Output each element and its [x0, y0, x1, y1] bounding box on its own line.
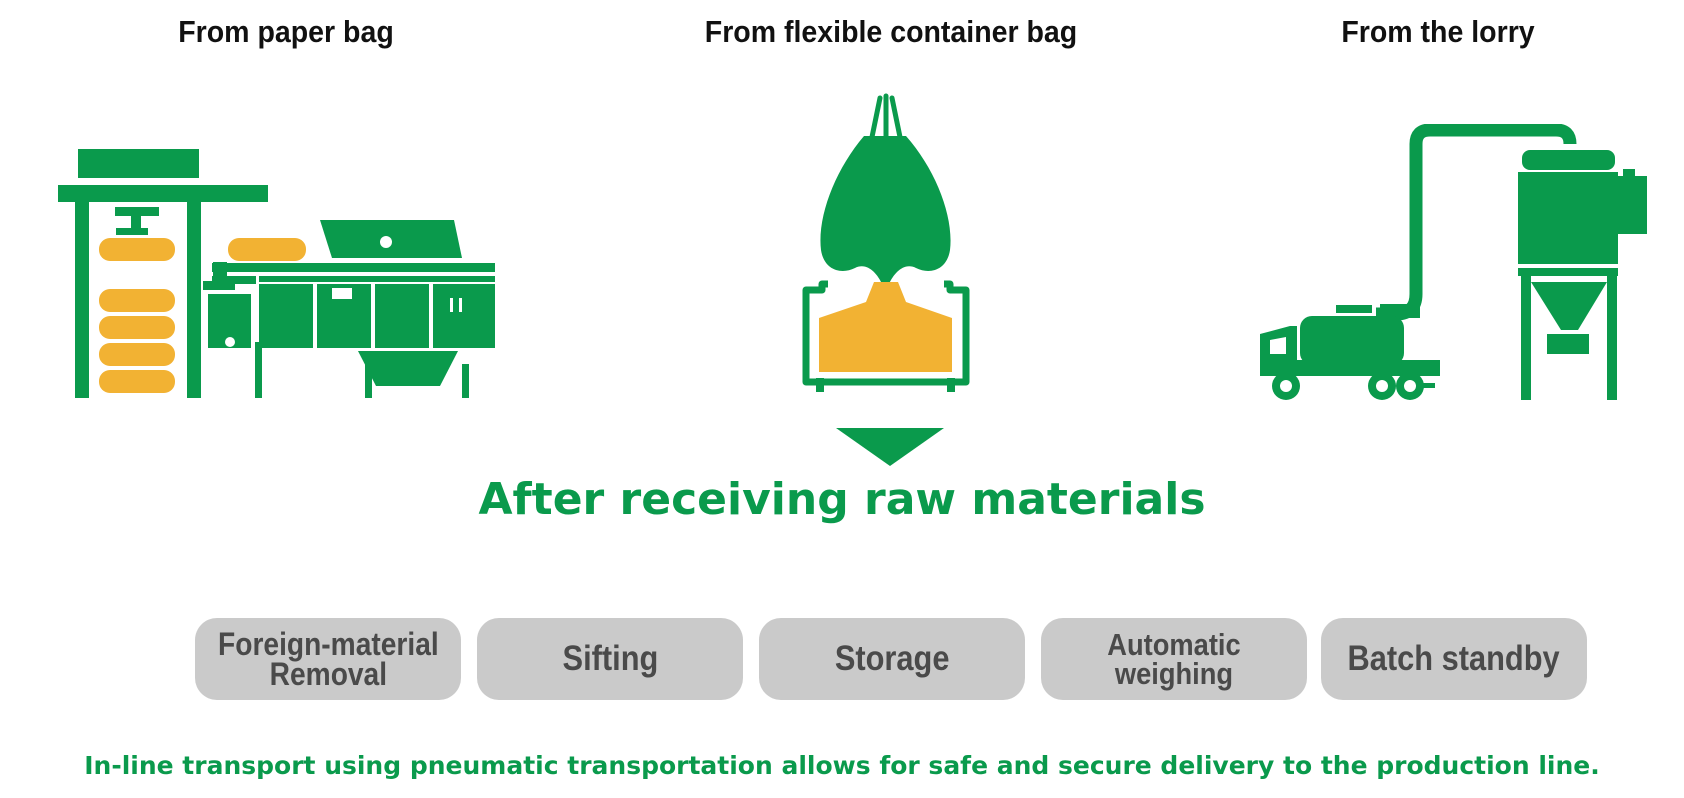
flexible-container-bag-icon — [802, 93, 970, 392]
flexible-container-bag-title: From flexible container bag — [704, 14, 1078, 49]
step-storage: Storage — [759, 618, 1025, 700]
down-arrow-icon — [836, 428, 944, 466]
step-foreign-material-removal: Foreign-material Removal — [195, 618, 461, 700]
step-automatic-weighing: Automatic weighing — [1041, 618, 1307, 700]
footer-note: In-line transport using pneumatic transp… — [84, 751, 1600, 780]
step-sifting: Sifting — [477, 618, 743, 700]
step-label: Batch standby — [1347, 639, 1561, 679]
lorry-title: From the lorry — [1341, 14, 1535, 49]
step-label: Storage — [834, 639, 950, 679]
paper-bag-line-icon — [58, 149, 495, 398]
step-label: Sifting — [562, 639, 658, 679]
after-receiving-headline: After receiving raw materials — [478, 474, 1206, 525]
step-label: Automatic weighing — [1107, 626, 1241, 691]
lorry-silo-icon — [1260, 124, 1647, 400]
process-steps: Foreign-material Removal Sifting Storage… — [195, 618, 1587, 700]
step-label: Foreign-material Removal — [217, 625, 439, 692]
step-batch-standby: Batch standby — [1321, 618, 1587, 700]
paper-bag-title: From paper bag — [178, 14, 394, 49]
